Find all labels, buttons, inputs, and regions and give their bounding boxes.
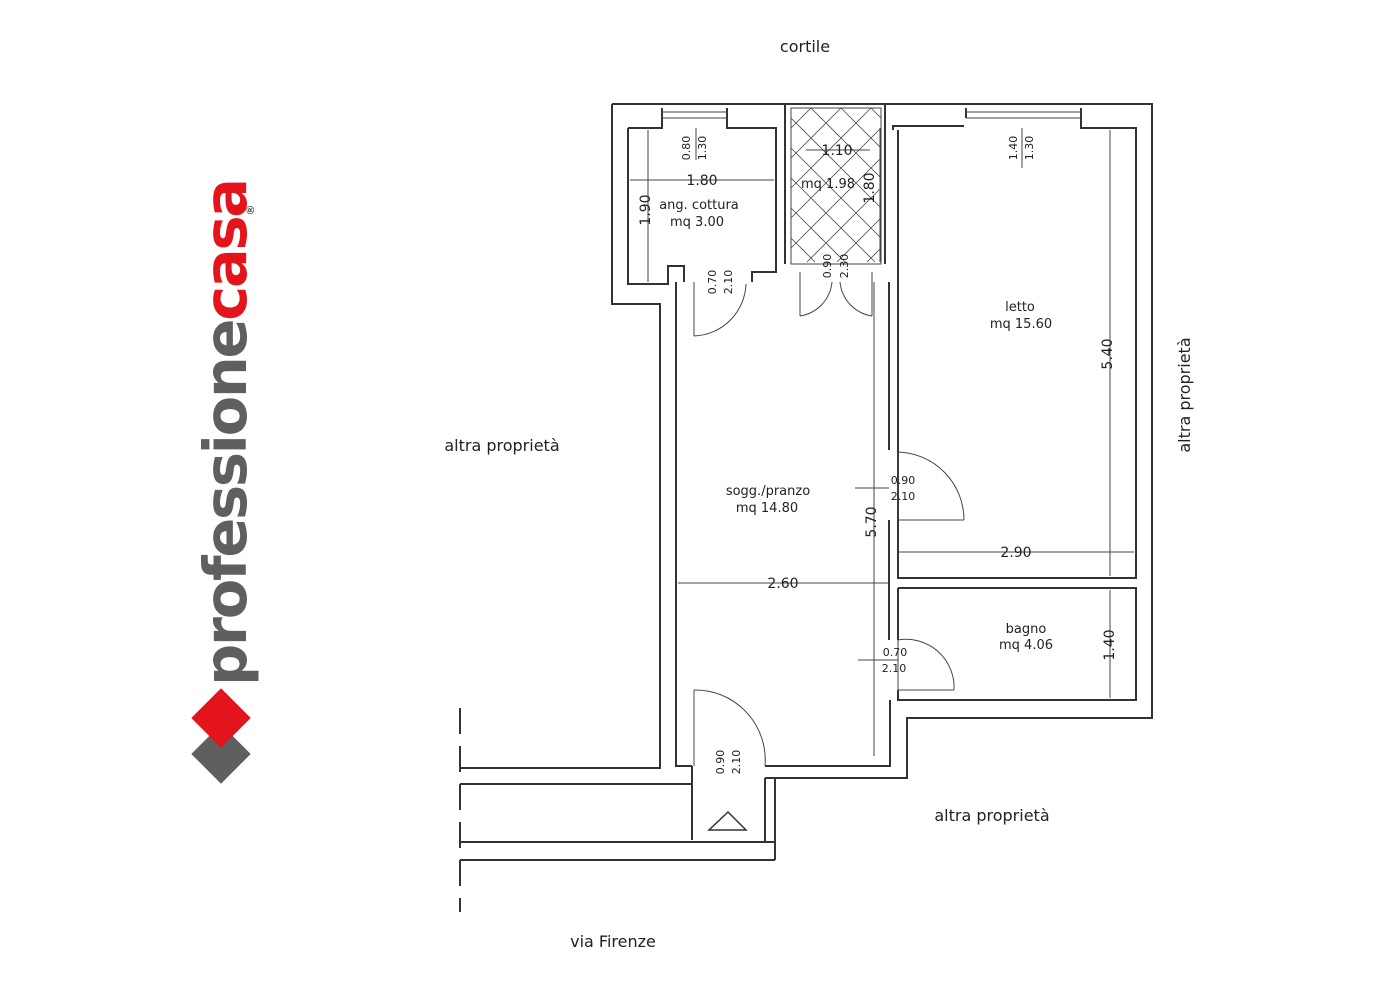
dim-balcony-door-h: 2.30 bbox=[838, 254, 851, 279]
dim-entrance-door-w: 0.90 bbox=[714, 750, 727, 775]
logo-registered-mark: ® bbox=[244, 205, 257, 216]
walls bbox=[459, 103, 1153, 912]
dim-bathroom-door-h: 2.10 bbox=[882, 662, 907, 675]
label-cortile: cortile bbox=[780, 37, 830, 56]
dim-kitchen-door-h: 2.10 bbox=[722, 270, 735, 295]
brand-logo: professionecasa ® bbox=[191, 180, 260, 784]
dim-kitchen-door-w: 0.70 bbox=[706, 270, 719, 295]
dim-entrance-door-h: 2.10 bbox=[730, 750, 743, 775]
kitchen-area: mq 3.00 bbox=[670, 215, 724, 230]
door-bathroom bbox=[897, 638, 955, 691]
bedroom-area: mq 15.60 bbox=[990, 317, 1052, 332]
bedroom-name: letto bbox=[1005, 300, 1035, 315]
dim-living-depth: 5.70 bbox=[864, 506, 880, 537]
dim-bathroom-depth: 1.40 bbox=[1102, 629, 1118, 660]
door-bedroom bbox=[897, 451, 965, 521]
bathroom-area: mq 4.06 bbox=[999, 638, 1053, 653]
dim-bathroom-door-w: 0.70 bbox=[883, 646, 908, 659]
dimension-lines bbox=[630, 128, 1134, 756]
logo-diamond-gray bbox=[191, 724, 251, 784]
logo-diamond-red bbox=[191, 688, 251, 748]
dim-kitchen-depth: 1.90 bbox=[638, 194, 654, 225]
balcony-area: mq 1.98 bbox=[801, 177, 855, 192]
entrance-arrow-icon bbox=[707, 810, 748, 831]
bathroom-name: bagno bbox=[1006, 622, 1047, 637]
label-altra-proprieta-left: altra proprietà bbox=[444, 436, 559, 455]
dim-bedroom-width: 2.90 bbox=[1000, 545, 1031, 561]
dim-balcony-door-w: 0.90 bbox=[821, 254, 834, 279]
dim-balcony-width: 1.10 bbox=[821, 143, 852, 159]
label-via-firenze: via Firenze bbox=[570, 932, 656, 951]
dim-kitchen-width: 1.80 bbox=[686, 173, 717, 189]
dim-bedroom-depth: 5.40 bbox=[1100, 338, 1116, 369]
living-name: sogg./pranzo bbox=[726, 484, 810, 499]
dim-bedroom-door-w: 0.90 bbox=[891, 474, 916, 487]
living-area: mq 14.80 bbox=[736, 501, 798, 516]
balcony-hatch bbox=[790, 107, 882, 263]
label-altra-proprieta-bottom: altra proprietà bbox=[934, 806, 1049, 825]
dim-bedroom-window-w: 1.40 bbox=[1007, 136, 1020, 161]
dim-kitchen-window-h: 1.30 bbox=[696, 136, 709, 161]
dim-bedroom-door-h: 2.10 bbox=[891, 490, 916, 503]
dim-balcony-depth: 1.80 bbox=[862, 172, 878, 203]
dim-kitchen-window-w: 0.80 bbox=[680, 136, 693, 161]
dim-living-width: 2.60 bbox=[767, 576, 798, 592]
dim-bedroom-window-h: 1.30 bbox=[1023, 136, 1036, 161]
kitchen-name: ang. cottura bbox=[659, 198, 739, 213]
door-kitchen bbox=[693, 282, 747, 337]
door-entrance bbox=[693, 689, 766, 767]
door-balcony bbox=[799, 272, 873, 317]
label-altra-proprieta-right: altra proprietà bbox=[1175, 337, 1194, 452]
logo-wordmark: professionecasa bbox=[191, 180, 260, 686]
